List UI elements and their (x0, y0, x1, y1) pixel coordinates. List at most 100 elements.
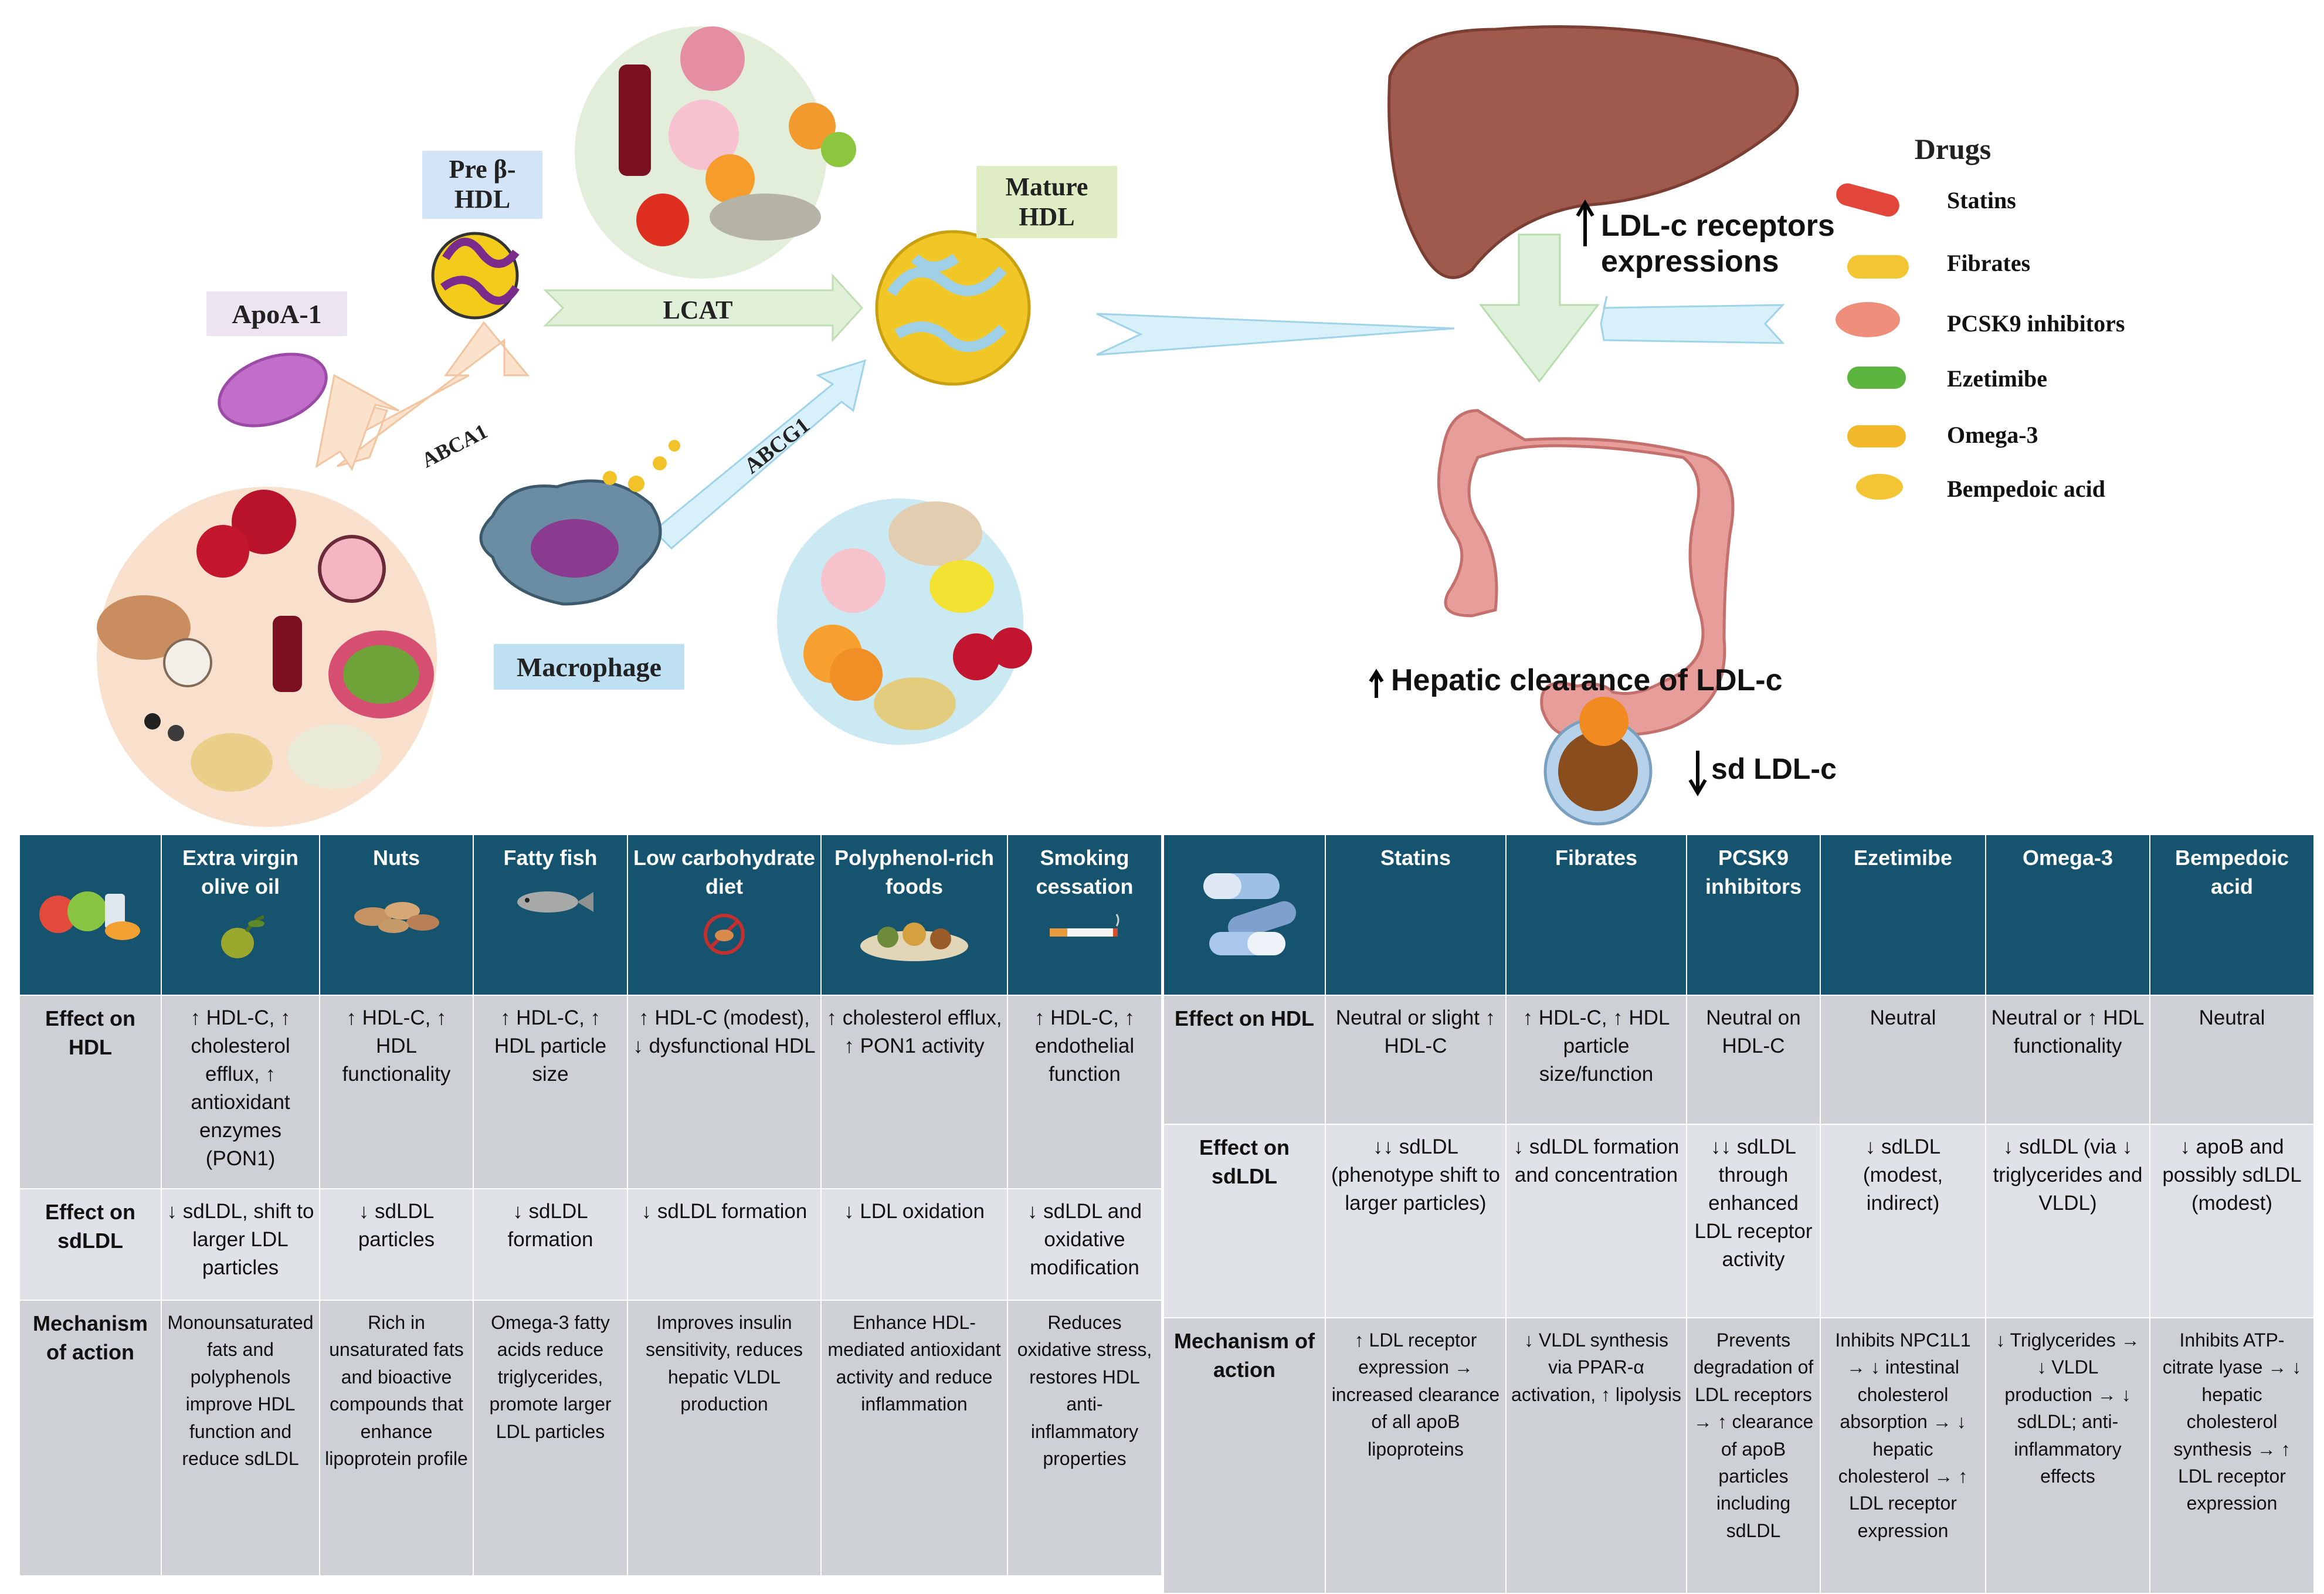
food-group-icon (19, 834, 162, 996)
table-cell: ↓ Triglycerides → ↓ VLDL production → ↓ … (1985, 1317, 2150, 1594)
table-cell: ↑ HDL-C (modest), ↓ dysfunctional HDL (627, 995, 822, 1189)
table-cell: ↑ cholesterol efflux, ↑ PON1 activity (820, 995, 1008, 1189)
table-cell: ↓ apoB and possibly sdLDL (modest) (2149, 1124, 2315, 1318)
table-row: Effect on HDL Neutral or slight ↑ HDL-C … (1163, 995, 2315, 1125)
table-cell: ↑ HDL-C, ↑ HDL functionality (319, 995, 474, 1189)
table-cell: Monounsaturated fats and polyphenols imp… (161, 1300, 320, 1576)
row-label-mechanism: Mechanism of action (1163, 1317, 1326, 1594)
capsules-icon (1163, 834, 1326, 996)
table-cell: Neutral (1820, 995, 1986, 1125)
polyphenol-foods-icon (860, 922, 968, 961)
liver-icon (1387, 25, 1799, 279)
header-olive-oil: Extra virgin olive oil (161, 834, 320, 996)
header-polyphenol: Polyphenol-rich foods (820, 834, 1008, 996)
table-cell: Neutral (2149, 995, 2315, 1125)
header-smoking: Smoking cessation (1007, 834, 1162, 996)
cigarette-icon (1049, 913, 1119, 937)
row-label-hdl: Effect on HDL (19, 995, 162, 1189)
mature-hdl-label: Mature HDL (976, 166, 1117, 238)
table-row: Effect on sdLDL ↓ sdLDL, shift to larger… (19, 1188, 1162, 1301)
row-label-sdldl: Effect on sdLDL (1163, 1124, 1326, 1318)
abca1-arrow-left (315, 374, 399, 472)
lcat-label: LCAT (663, 295, 733, 324)
lifestyle-interventions-table: Extra virgin olive oil Nuts Fatty fish L… (19, 834, 1162, 1576)
header-fatty-fish: Fatty fish (473, 834, 628, 996)
apoa1-label: ApoA-1 (206, 291, 347, 336)
down-arrow-sd-ldl-icon (1688, 751, 1707, 796)
drugs-to-intestine-arrow (1600, 296, 1785, 344)
table-cell: ↑ HDL-C, ↑ cholesterol efflux, ↑ antioxi… (161, 995, 320, 1189)
ldl-receptors-label: LDL-c receptors expressions (1601, 209, 1835, 279)
row-label-hdl: Effect on HDL (1163, 995, 1326, 1125)
table-row: Mechanism of action Monounsaturated fats… (19, 1300, 1162, 1576)
abcg1-arrow (652, 359, 867, 550)
nuts-icon (354, 902, 439, 934)
drug-item-fibrates: Fibrates (1947, 250, 2031, 276)
apoa1-particle-icon (218, 352, 328, 428)
table-cell: ↓ sdLDL formation (627, 1188, 822, 1301)
table-cell: ↓ sdLDL, shift to larger LDL particles (161, 1188, 320, 1301)
table-cell: ↑ HDL-C, ↑ HDL particle size (473, 995, 628, 1189)
table-cell: Inhibits ATP-citrate lyase → ↓ hepatic c… (2149, 1317, 2315, 1594)
header-statins: Statins (1325, 834, 1507, 996)
fruit-nut-food-circle-icon (777, 498, 1032, 745)
table-cell: Enhance HDL-mediated antioxidant activit… (820, 1300, 1008, 1576)
antioxidant-food-circle-icon (575, 26, 856, 279)
drug-pill-icons (1836, 183, 1909, 500)
header-omega3: Omega-3 (1985, 834, 2150, 996)
table-cell: ↓↓ sdLDL (phenotype shift to larger part… (1325, 1124, 1507, 1318)
table-cell: ↓ sdLDL and oxidative modification (1007, 1188, 1162, 1301)
drugs-title: Drugs (1914, 133, 1991, 165)
no-carb-icon (704, 913, 745, 955)
abca1-arrow (334, 321, 530, 467)
table-row: Mechanism of action ↑ LDL receptor expre… (1163, 1317, 2315, 1594)
table-cell: ↓ LDL oxidation (820, 1188, 1008, 1301)
table-cell: Inhibits NPC1L1 → ↓ intestinal cholester… (1820, 1317, 1986, 1594)
up-arrow-clearance-icon (1369, 669, 1384, 698)
drug-item-pcsk9: PCSK9 inhibitors (1947, 310, 2125, 337)
table-cell: ↑ HDL-C, ↑ HDL particle size/function (1505, 995, 1687, 1125)
drug-therapies-table: Statins Fibrates PCSK9 inhibitors Ezetim… (1163, 834, 2315, 1594)
hepatic-clearance-label: Hepatic clearance of LDL-c (1391, 663, 1783, 697)
header-ezetimibe: Ezetimibe (1820, 834, 1986, 996)
table-cell: Neutral on HDL-C (1686, 995, 1821, 1125)
drug-item-statins: Statins (1947, 187, 2016, 213)
row-label-sdldl: Effect on sdLDL (19, 1188, 162, 1301)
table-cell: ↓ sdLDL formation and concentration (1505, 1124, 1687, 1318)
table-cell: Omega-3 fatty acids reduce triglycerides… (473, 1300, 628, 1576)
table-cell: Neutral or ↑ HDL functionality (1985, 995, 2150, 1125)
table-cell: Rich in unsaturated fats and bioactive c… (319, 1300, 474, 1576)
hdl-ldl-pathway-diagram: ApoA-1 Pre β- HDL Mature HDL LCAT ABCA1 … (97, 25, 2125, 827)
table-cell: ↓ sdLDL particles (319, 1188, 474, 1301)
olive-icon (221, 914, 265, 958)
pre-beta-hdl-particle-icon (431, 232, 520, 320)
hdl-to-intestine-arrow (1096, 313, 1455, 356)
mature-hdl-particle-icon (875, 230, 1031, 386)
sd-ldl-particle-icon (1543, 697, 1653, 826)
table-row: Effect on HDL ↑ HDL-C, ↑ cholesterol eff… (19, 995, 1162, 1189)
header-low-carb: Low carbohydrate diet (627, 834, 822, 996)
table-cell: ↓ sdLDL (modest, indirect) (1820, 1124, 1986, 1318)
macrophage-cell-icon (479, 440, 680, 606)
pre-beta-hdl-label: Pre β- HDL (422, 151, 542, 219)
table-row: Effect on sdLDL ↓↓ sdLDL (phenotype shif… (1163, 1124, 2315, 1318)
table-cell: ↓↓ sdLDL through enhanced LDL receptor a… (1686, 1124, 1821, 1318)
table-cell: ↓ sdLDL formation (473, 1188, 628, 1301)
intestine-icon (1437, 409, 1735, 738)
sd-ldl-label: sd LDL-c (1711, 752, 1837, 785)
liver-to-intestine-arrow (1478, 233, 1600, 383)
table-cell: ↑ LDL receptor expression → increased cl… (1325, 1317, 1507, 1594)
table-cell: Reduces oxidative stress, restores HDL a… (1007, 1300, 1162, 1576)
header-fibrates: Fibrates (1505, 834, 1687, 996)
table-cell: Prevents degradation of LDL receptors → … (1686, 1317, 1821, 1594)
header-pcsk9: PCSK9 inhibitors (1686, 834, 1821, 996)
drug-item-bempedoic: Bempedoic acid (1947, 476, 2105, 502)
table-cell: ↓ sdLDL (via ↓ triglycerides and VLDL) (1985, 1124, 2150, 1318)
mediterranean-food-circle-icon (97, 487, 437, 827)
row-label-mechanism: Mechanism of action (19, 1300, 162, 1576)
table-cell: Neutral or slight ↑ HDL-C (1325, 995, 1507, 1125)
drug-item-ezetimibe: Ezetimibe (1947, 365, 2048, 392)
table-cell: ↓ VLDL synthesis via PPAR-α activation, … (1505, 1317, 1687, 1594)
drug-item-omega3: Omega-3 (1947, 422, 2038, 448)
up-arrow-receptors-icon (1576, 199, 1594, 246)
